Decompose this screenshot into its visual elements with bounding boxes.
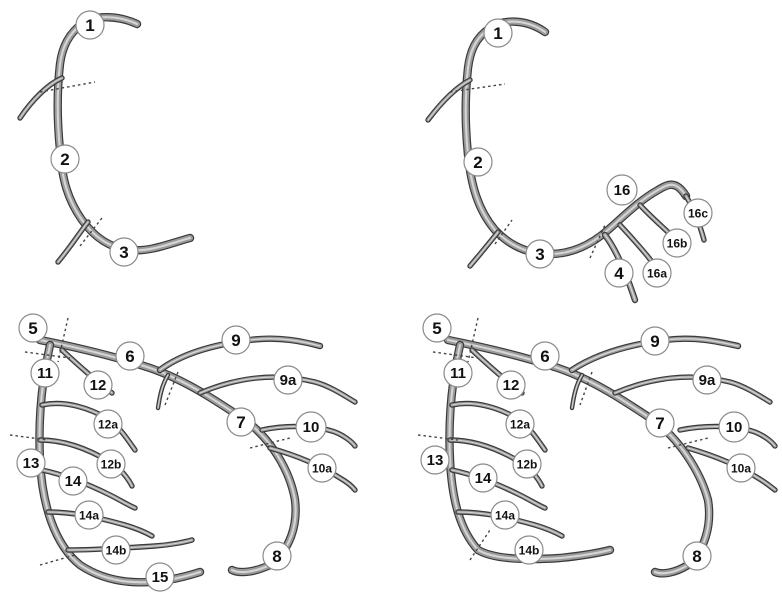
label-text: 10a [312, 462, 332, 476]
label-text: 13 [23, 455, 40, 472]
segment-label-2: 2 [464, 148, 492, 176]
label-text: 12 [90, 377, 107, 394]
label-text: 5 [432, 319, 441, 338]
segment-label-7: 7 [227, 408, 255, 436]
segment-label-3: 3 [110, 238, 138, 266]
label-text: 14b [519, 544, 540, 558]
label-text: 16a [647, 267, 667, 281]
segment-label-10: 10 [296, 412, 326, 442]
segment-label-14b: 14b [515, 536, 543, 564]
label-text: 13 [427, 452, 444, 469]
segment-label-13: 13 [421, 446, 449, 474]
segment-label-16c: 16c [684, 199, 712, 227]
label-text: 15 [152, 569, 169, 586]
label-text: 6 [540, 347, 549, 366]
label-text: 1 [85, 16, 94, 35]
label-text: 12a [98, 418, 118, 432]
segment-label-9: 9 [641, 327, 669, 355]
segment-label-14b: 14b [102, 536, 130, 564]
segment-label-14: 14 [469, 464, 497, 492]
segment-label-9a: 9a [274, 366, 302, 394]
label-text: 14b [106, 544, 127, 558]
label-text: 12 [503, 377, 520, 394]
segment-label-16: 16 [607, 175, 637, 205]
segment-label-7: 7 [646, 409, 674, 437]
label-text: 8 [272, 547, 281, 566]
segment-label-10a: 10a [727, 454, 755, 482]
segment-label-1: 1 [484, 19, 512, 47]
label-text: 10a [731, 462, 751, 476]
segment-label-8: 8 [263, 542, 291, 570]
vessel-rca-main [58, 17, 190, 250]
segment-label-5: 5 [423, 314, 451, 342]
label-text: 7 [236, 413, 245, 432]
segment-label-12a: 12a [506, 410, 534, 438]
label-text: 7 [655, 414, 664, 433]
segment-label-4: 4 [605, 259, 633, 287]
segment-label-5: 5 [19, 314, 47, 342]
label-text: 2 [60, 150, 69, 169]
label-text: 8 [692, 547, 701, 566]
label-text: 3 [119, 243, 128, 262]
label-text: 1 [493, 24, 502, 43]
label-text: 10 [303, 419, 320, 436]
segment-label-16b: 16b [663, 229, 691, 257]
segment-label-8: 8 [683, 542, 711, 570]
label-text: 6 [125, 347, 134, 366]
segment-label-11: 11 [444, 359, 472, 387]
vessel-layer [20, 17, 775, 582]
label-text: 5 [28, 319, 37, 338]
vessel-left-main-lad-2 [448, 340, 709, 573]
segment-label-14a: 14a [491, 501, 519, 529]
segment-label-1: 1 [76, 11, 104, 39]
segment-label-6: 6 [116, 342, 144, 370]
label-text: 12b [101, 458, 122, 472]
segment-label-6: 6 [531, 342, 559, 370]
label-text: 9a [280, 372, 297, 389]
segment-label-2: 2 [51, 145, 79, 173]
boundary-layer [10, 82, 708, 565]
label-text: 16 [614, 182, 631, 199]
vessel-rca-branch-lower-2 [470, 232, 498, 266]
label-text: 9a [699, 372, 716, 389]
segment-label-13: 13 [17, 449, 45, 477]
segment-label-10: 10 [719, 412, 749, 442]
segment-label-12: 12 [497, 371, 525, 399]
label-text: 12a [510, 418, 530, 432]
label-text: 12b [517, 458, 538, 472]
segment-label-9: 9 [222, 326, 250, 354]
segment-label-11: 11 [31, 359, 59, 387]
label-text: 14 [65, 473, 82, 490]
segment-label-12a: 12a [94, 410, 122, 438]
segment-label-12b: 12b [97, 450, 125, 478]
vessel-branch-16b [640, 205, 672, 236]
segment-label-9a: 9a [693, 366, 721, 394]
label-text: 9 [650, 332, 659, 351]
label-text: 11 [450, 365, 466, 382]
label-text: 14a [495, 509, 515, 523]
vessel-branch-16a [620, 225, 652, 262]
label-text: 10 [726, 419, 743, 436]
segment-label-15: 15 [146, 563, 174, 591]
label-text: 11 [37, 365, 53, 382]
label-text: 9 [231, 331, 240, 350]
segment-label-12b: 12b [513, 450, 541, 478]
segment-label-3: 3 [526, 240, 554, 268]
segment-label-14a: 14a [75, 501, 103, 529]
label-text: 3 [535, 245, 544, 264]
label-text: 2 [473, 153, 482, 172]
label-text: 14 [475, 470, 492, 487]
segment-label-10a: 10a [308, 454, 336, 482]
segment-label-16a: 16a [643, 259, 671, 287]
label-text: 4 [614, 264, 624, 283]
segment-label-12: 12 [84, 371, 112, 399]
label-text: 14a [79, 509, 99, 523]
vessel-rca-branch-lower [58, 222, 88, 262]
segment-label-14: 14 [59, 467, 87, 495]
label-text: 16b [667, 237, 688, 251]
label-text: 16c [688, 207, 708, 221]
